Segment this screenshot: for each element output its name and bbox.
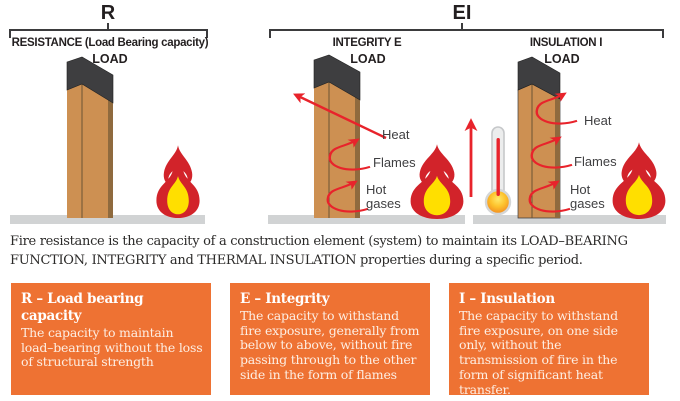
bracket-r: [9, 23, 208, 38]
column-cap: [517, 56, 561, 100]
card-body: The capacity to maintain load–bearing wi…: [21, 324, 203, 370]
fire-resistance-definition: Fire resistance is the capacity of a con…: [10, 234, 628, 268]
resistance-title: RESISTANCE (Load Bearing capacity): [11, 37, 209, 49]
definition-cards: R – Load bearing capacity The capacity t…: [11, 283, 669, 397]
heat-through-arrow-integrity: [293, 93, 387, 140]
column-cap: [66, 56, 114, 104]
card-load-bearing: R – Load bearing capacity The capacity t…: [11, 283, 211, 395]
fire-icon-integrity: [410, 144, 464, 219]
card-insulation: I – Insulation The capacity to withstand…: [449, 283, 649, 397]
card-body: The capacity to withstand fire exposure,…: [240, 307, 420, 382]
ground-bar-left: [10, 215, 205, 224]
card-title: E – Integrity: [240, 291, 330, 307]
card-title: R – Load bearing capacity: [21, 291, 144, 324]
card-title: I – Insulation: [459, 291, 555, 307]
column-integrity: [313, 54, 361, 218]
column-insulation: [517, 56, 561, 219]
letter-r: R: [100, 2, 116, 24]
fire-resistance-diagram: R EI RESISTANCE (Load Bearing capacity) …: [9, 2, 666, 224]
load-label-integrity: LOAD: [350, 52, 386, 66]
ground-bar-right: [473, 215, 666, 224]
card-integrity: E – Integrity The capacity to withstand …: [230, 283, 430, 395]
flames-label-integrity: Flames: [373, 155, 416, 170]
heat-label-integrity: Heat: [382, 127, 410, 142]
card-body: The capacity to withstand fire exposure,…: [459, 307, 618, 397]
integrity-title: INTEGRITY E: [332, 37, 402, 49]
thermometer-icon: [484, 126, 512, 216]
load-label-resistance: LOAD: [92, 52, 128, 66]
diagram-graphics: [9, 23, 666, 224]
column-cap: [313, 54, 361, 101]
column-resistance: [66, 56, 114, 218]
ground-bar-middle: [268, 215, 465, 224]
fire-icon-resistance: [156, 145, 200, 218]
insulation-title: INSULATION I: [529, 37, 603, 49]
hot-gases-label-insulation: Hot gases: [570, 182, 605, 212]
heat-label-insulation: Heat: [584, 113, 612, 128]
load-label-insulation: LOAD: [544, 52, 580, 66]
fire-icon-insulation: [612, 142, 666, 219]
hot-gases-label-integrity: Hot gases: [366, 182, 401, 212]
letter-ei: EI: [452, 2, 472, 24]
bracket-ei: [269, 23, 664, 38]
flames-label-insulation: Flames: [574, 154, 617, 169]
